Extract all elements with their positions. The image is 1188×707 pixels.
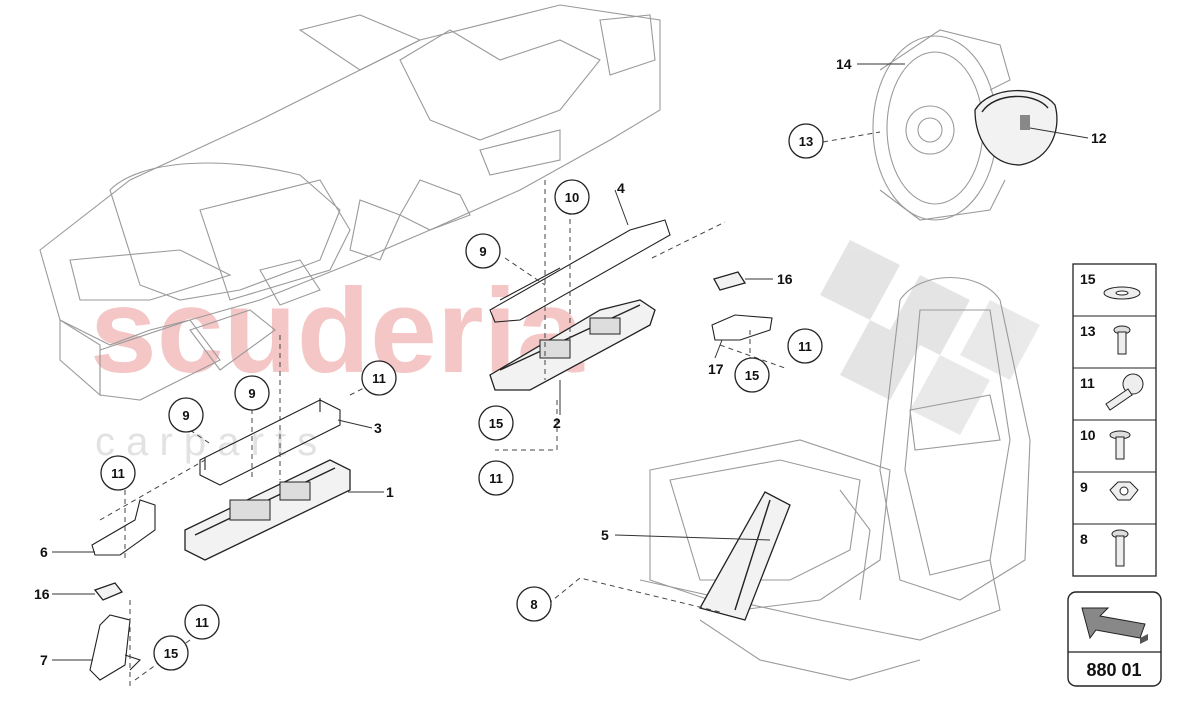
seat-illustration [639,276,1031,681]
hex-nut-icon [1109,481,1139,501]
part-label: 1 [386,484,394,500]
svg-text:8: 8 [530,597,537,612]
fastener-legend: 15 13 11 10 9 8 [1072,263,1157,577]
arrow-icon [1081,607,1148,644]
callout: 11 [361,360,397,396]
part-label: 17 [708,361,724,377]
passenger-airbag-module [489,299,656,391]
legend-number: 15 [1080,271,1096,287]
bracket-6 [91,499,156,556]
callout: 9 [234,375,270,411]
steering-wheel-illustration [872,29,1058,221]
svg-text:9: 9 [182,408,189,423]
legend-number: 13 [1080,323,1096,339]
part-labels: 1 2 3 4 5 6 7 12 14 16 16 17 [34,56,1107,668]
callout: 15 [734,357,770,393]
callout: 9 [465,233,501,269]
part-label: 16 [777,271,793,287]
svg-text:11: 11 [372,371,386,386]
part-label: 5 [601,527,609,543]
legend-number: 10 [1080,427,1096,443]
passenger-airbag-bracket [489,219,671,323]
callout: 15 [478,405,514,441]
part-label: 14 [836,56,852,72]
callout: 9 [168,397,204,433]
svg-text:10: 10 [565,190,579,205]
legend-number: 11 [1080,375,1095,391]
callout: 11 [478,460,514,496]
bracket-17 [711,314,773,341]
clip-16-left [93,582,124,601]
bolt-icon [1105,373,1144,411]
callout: 15 [153,635,189,671]
side-airbag-part [699,491,791,621]
dashed-leaders [99,131,881,690]
callout: 11 [184,604,220,640]
dashboard-illustration [39,4,661,401]
svg-text:15: 15 [745,368,759,383]
svg-text:9: 9 [479,244,486,259]
svg-text:11: 11 [798,339,812,354]
long-screw-icon [1111,529,1129,567]
svg-text:9: 9 [248,386,255,401]
part-label: 6 [40,544,48,560]
callout-circles: 8 9 9 9 10 11 11 11 11 11 13 15 15 15 [100,123,824,671]
part-label: 3 [374,420,382,436]
part-label: 12 [1091,130,1107,146]
part-label: 4 [617,180,625,196]
svg-text:11: 11 [489,471,503,486]
svg-text:15: 15 [489,416,503,431]
knee-airbag-module [184,459,351,561]
callout: 8 [516,586,552,622]
callout: 11 [100,455,136,491]
reference-badge: 880 01 [1067,591,1162,687]
washer-icon [1103,286,1141,300]
svg-text:11: 11 [111,466,125,481]
bracket-7 [89,614,142,681]
part-label: 2 [553,415,561,431]
part-label: 7 [40,652,48,668]
callout: 13 [788,123,824,159]
legend-number: 8 [1080,531,1088,547]
legend-number: 9 [1080,479,1088,495]
part-label: 16 [34,586,50,602]
clip-16-center [713,271,747,291]
checker-flag-icon [820,240,1040,435]
svg-text:13: 13 [799,134,813,149]
flange-screw-icon [1109,430,1131,460]
label-leaders [52,63,1089,661]
callout: 10 [554,179,590,215]
callout: 11 [787,328,823,364]
screw-icon [1113,325,1131,355]
svg-text:11: 11 [195,615,209,630]
svg-text:15: 15 [164,646,178,661]
reference-code: 880 01 [1086,660,1141,680]
